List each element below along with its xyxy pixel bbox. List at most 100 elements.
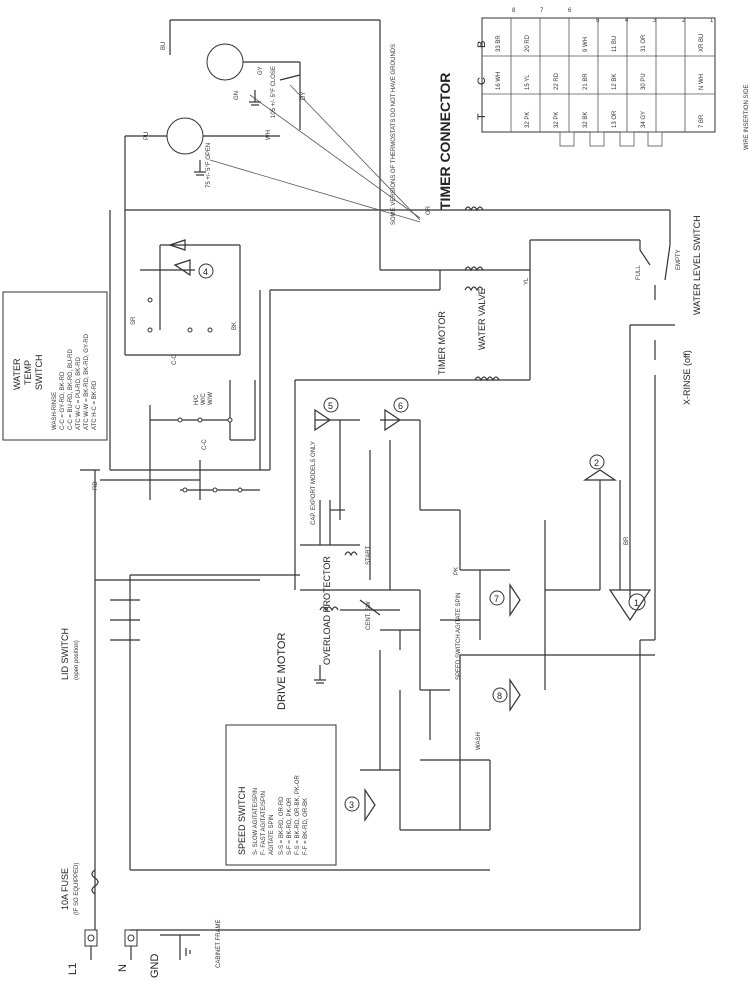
wire-label-wh: WH bbox=[266, 130, 272, 140]
fuse-label: 10A FUSE bbox=[60, 868, 70, 910]
wire-color-labels: BU GY GN WH PU OR BK RD YL BR PK DY SR bbox=[93, 42, 630, 575]
speed-switch-entry-6: F-S = BK-RD, OR-BK, PK-OR bbox=[295, 774, 301, 855]
water-temp-legend: WATER TEMP SWITCH WASH-RINSE C-C = GY-RD… bbox=[2, 291, 108, 441]
cell-b-5: 9 WH bbox=[583, 37, 589, 52]
wire-label-bk: BK bbox=[232, 322, 238, 330]
speed-switch-entry-3: AGITATE SPIN bbox=[269, 815, 275, 855]
cell-b-4: 11 BU bbox=[612, 36, 618, 52]
water-temp-entry-3: C-C = BU-RD, BK-RD, BU-RD bbox=[68, 348, 74, 430]
gnd-label: GND bbox=[149, 954, 161, 979]
cell-t-1: 7 BR bbox=[699, 114, 705, 128]
hc-label: H/C bbox=[194, 394, 200, 405]
empty-label: EMPTY bbox=[676, 249, 682, 270]
speed-switch-entry-2: F- FAST AGITATE/SPIN bbox=[261, 791, 267, 855]
water-temp-entry-5: ATC W-W = BK-RD, BK-RD, GY-RD bbox=[84, 333, 90, 430]
ww-label: W/W bbox=[208, 392, 214, 405]
speed-switch-entry-5: S-F = BK-RD, PK-OR bbox=[287, 797, 293, 855]
water-valve-label: WATER VALVE bbox=[477, 288, 487, 350]
col-number-2: 2 bbox=[682, 18, 686, 24]
x-rinse-label: X-RINSE (off) bbox=[682, 350, 692, 405]
wire-label-rd: RD bbox=[93, 481, 99, 490]
cent-sw-label: CENT. SW bbox=[366, 601, 372, 630]
cell-c-4: 12 BK bbox=[612, 74, 618, 90]
contact-number-7: 7 bbox=[494, 594, 499, 604]
col-number-1: 1 bbox=[710, 18, 714, 24]
speed-switch-entry-7: F-F = BK-RD, OR-BK bbox=[303, 798, 309, 855]
main-wires: WATER VALVE TIMER MOTOR bbox=[80, 206, 671, 590]
contacts-5-6 bbox=[314, 397, 461, 590]
water-temp-entry-2: C-C = GY-RD, BK-RD bbox=[60, 371, 66, 430]
water-level-switch: WATER LEVEL SWITCH FULL EMPTY X-RINSE (o… bbox=[629, 215, 702, 640]
lid-switch-sub: (open position) bbox=[74, 640, 80, 680]
col-number-4: 4 bbox=[625, 18, 629, 24]
speed-switch-entry-4: S-S = BK-RD, OR-RD bbox=[279, 796, 285, 855]
open-thermostat-label: 75 +/- 5°F OPEN bbox=[206, 143, 212, 188]
timer-motor-label: TIMER MOTOR bbox=[437, 311, 447, 375]
water-temp-entry-1: WASH-RINSE bbox=[52, 392, 58, 430]
water-level-switch-label: WATER LEVEL SWITCH bbox=[692, 215, 702, 315]
contact-number-4: 4 bbox=[203, 267, 208, 277]
wire-label-pk: PK bbox=[454, 567, 460, 575]
cabinet-frame-label: CABINET FRAME bbox=[216, 919, 222, 968]
thermostats: 105 +/- 5°F CLOSE 75 +/- 5°F OPEN SOME V… bbox=[124, 19, 430, 270]
cell-b-3: 31 OR bbox=[641, 34, 647, 52]
cell-t-3: 34 GY bbox=[641, 111, 647, 128]
water-temp-entry-6: ATC H-C = BK-RD bbox=[92, 380, 98, 430]
cell-b-8: 33 BR bbox=[496, 35, 502, 52]
col-number-7: 7 bbox=[540, 8, 544, 14]
cc-label-1: C-C bbox=[172, 354, 178, 365]
close-thermostat-label: 105 +/- 5°F CLOSE bbox=[271, 66, 277, 118]
lid-switch-label: LID SWITCH bbox=[60, 628, 70, 680]
cc-label-2: C-C bbox=[202, 439, 208, 450]
water-temp-switch-wiring: W/C W/W H/C C-C C-C bbox=[100, 210, 440, 500]
wire-label-sr: SR bbox=[131, 316, 137, 325]
col-number-6: 6 bbox=[568, 8, 572, 14]
l1-label: L1 bbox=[67, 963, 79, 975]
contact-number-8: 8 bbox=[497, 691, 502, 701]
row-letter-b: B bbox=[476, 41, 488, 48]
wash-label: WASH bbox=[476, 732, 482, 750]
wire-label-or: OR bbox=[426, 205, 432, 215]
water-temp-entry-4: ATC W-C = PU-RD, BK-RD bbox=[76, 356, 82, 430]
cell-c-7: 15 YL bbox=[525, 74, 531, 90]
drive-motor-area: CAP. EXPORT MODELS ONLY START CENT. SW O… bbox=[129, 441, 510, 870]
row-letter-t: T bbox=[476, 113, 488, 120]
wire-label-bu: BU bbox=[161, 42, 167, 50]
overload-protector-label: OVERLOAD PROTECTOR bbox=[322, 556, 332, 665]
cell-c-1: N WH bbox=[699, 74, 705, 90]
contact-number-5: 5 bbox=[328, 401, 333, 411]
timer-connector: TIMER CONNECTOR T C B 8 7 6 5 4 3 2 1 33… bbox=[437, 8, 750, 210]
water-temp-title-3: SWITCH bbox=[34, 355, 44, 391]
wire-label-br: BR bbox=[624, 536, 630, 545]
col-number-3: 3 bbox=[653, 18, 657, 24]
col-number-5: 5 bbox=[596, 18, 600, 24]
cell-c-5: 21 BR bbox=[583, 73, 589, 90]
cell-c-3: 30 PU bbox=[641, 73, 647, 90]
wire-label-pu: PU bbox=[144, 132, 150, 140]
thermostat-ground-note: SOME VERSIONS OF THERMOSTATS DO NOT HAVE… bbox=[391, 44, 397, 225]
wire-label-yl: YL bbox=[524, 277, 530, 285]
wire-label-gn: GN bbox=[234, 91, 240, 100]
cell-t-6: 32 PK bbox=[554, 112, 560, 128]
contact-numbers: 1 2 3 4 5 6 7 8 bbox=[203, 267, 639, 810]
contact-number-3: 3 bbox=[349, 800, 354, 810]
water-temp-title-1: WATER bbox=[12, 358, 22, 390]
drive-motor-label: DRIVE MOTOR bbox=[276, 633, 288, 710]
cell-t-7: 32 PK bbox=[525, 112, 531, 128]
timer-connector-title: TIMER CONNECTOR bbox=[437, 73, 453, 210]
speed-switch-inline-label: SPEED SWITCH AGITATE SPIN bbox=[456, 593, 462, 680]
power-input: LID SWITCH (open position) 10A FUSE (IF … bbox=[60, 470, 655, 978]
n-label: N bbox=[117, 964, 129, 972]
cell-c-8: 16 WH bbox=[496, 72, 502, 90]
cell-t-4: 13 OR bbox=[612, 110, 618, 128]
contact-number-1: 1 bbox=[634, 598, 639, 608]
cell-c-6: 22 RD bbox=[554, 72, 560, 90]
cell-b-7: 20 RD bbox=[525, 34, 531, 52]
speed-switch-title: SPEED SWITCH bbox=[237, 786, 247, 855]
full-label: FULL bbox=[636, 265, 642, 280]
start-label: START bbox=[366, 546, 372, 565]
wire-insertion-side: WIRE INSERTION SIDE bbox=[744, 84, 750, 150]
col-number-8: 8 bbox=[512, 8, 516, 14]
wire-label-gy: GY bbox=[258, 66, 264, 75]
